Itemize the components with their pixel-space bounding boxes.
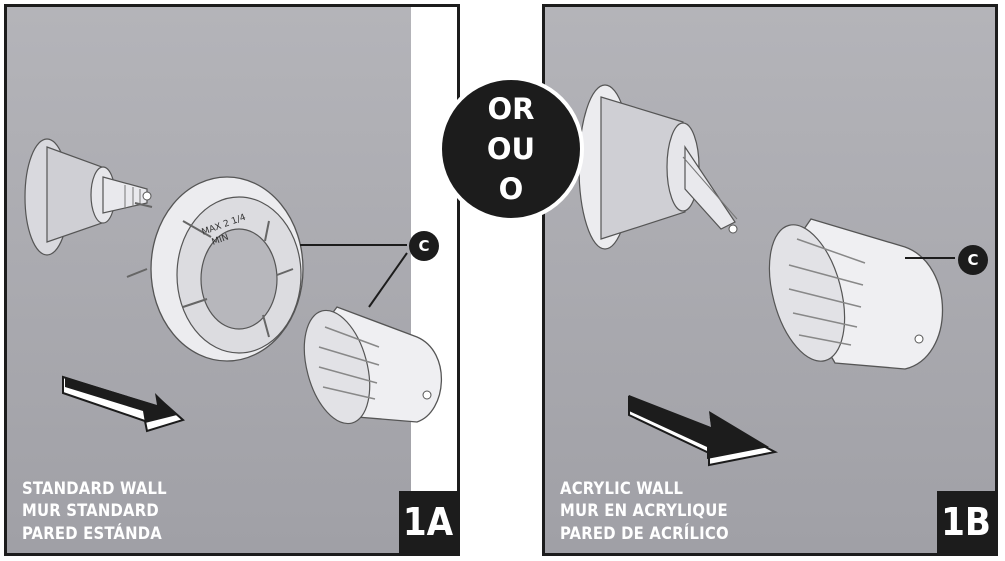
acrylic-wall-illustration	[545, 7, 995, 553]
wall-type-label: STANDARD WALL MUR STANDARD PARED ESTÁNDA	[22, 478, 167, 546]
wall-type-label: ACRYLIC WALL MUR EN ACRYLIQUE PARED DE A…	[560, 478, 729, 546]
callout-c-badge: C	[958, 245, 988, 275]
panel-acrylic-wall: C ACRYLIC WALL MUR EN ACRYLIQUE PARED DE…	[542, 4, 998, 556]
panel-standard-wall: MAX 2 1/4 MIN C STANDARD WALL MUR STANDA…	[4, 4, 460, 556]
step-number-badge: 1B	[937, 491, 995, 553]
standard-wall-illustration: MAX 2 1/4 MIN	[7, 7, 457, 553]
wall-type-english: STANDARD WALL	[22, 478, 167, 498]
wall-type-french: MUR EN ACRYLIQUE	[560, 501, 728, 520]
step-number-badge: 1A	[399, 491, 457, 553]
or-english: OR	[487, 92, 535, 126]
valve-cartridge-icon	[24, 138, 152, 256]
callout-c-label: C	[967, 251, 979, 269]
callout-leader-line	[368, 252, 408, 308]
callout-c-badge: C	[409, 231, 439, 261]
wall-type-spanish: PARED ESTÁNDA	[22, 523, 162, 543]
callout-c-label: C	[418, 237, 430, 255]
knob-handle-icon	[768, 218, 943, 370]
arrow-right-down-icon	[62, 375, 186, 433]
wall-type-french: MUR STANDARD	[22, 501, 159, 520]
or-divider-badge: OR OU O	[438, 76, 584, 222]
valve-cartridge-icon	[578, 84, 738, 250]
wall-type-english: ACRYLIC WALL	[560, 478, 684, 498]
wall-edge	[411, 7, 457, 553]
or-french: OU	[486, 132, 536, 166]
arrow-right-down-icon	[628, 395, 779, 467]
or-spanish: O	[498, 172, 524, 206]
knob-handle-icon	[303, 306, 443, 425]
wall-type-spanish: PARED DE ACRÍLICO	[560, 523, 729, 543]
spacer-ring-icon: MAX 2 1/4 MIN	[126, 176, 304, 362]
